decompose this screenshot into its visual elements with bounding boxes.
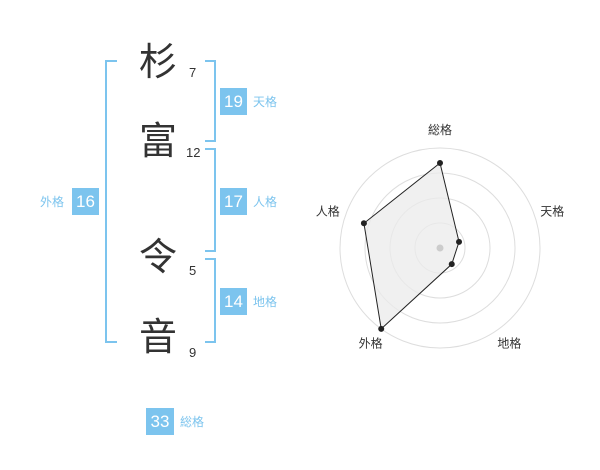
kanji-char-1: 杉 xyxy=(139,40,178,84)
radar-center xyxy=(436,244,444,252)
gaikaku-value: 16 xyxy=(72,188,99,215)
soukaku-value: 33 xyxy=(146,408,174,435)
jinkaku-bracket xyxy=(205,148,216,252)
tenkaku-label: 天格 xyxy=(253,95,278,109)
gaikaku-bracket xyxy=(105,60,117,343)
jinkaku-label: 人格 xyxy=(253,195,278,209)
chikaku-bracket xyxy=(205,258,216,343)
kanji-char-2: 富 xyxy=(139,119,178,163)
kanji-char-3: 令 xyxy=(139,235,178,279)
radar-point-4 xyxy=(360,220,367,227)
jinkaku-value: 17 xyxy=(220,188,247,215)
radar-ring-4 xyxy=(339,147,541,349)
kanji-char-4: 音 xyxy=(139,315,178,359)
radar-axis-label-3: 外格 xyxy=(359,335,383,350)
stroke-count-3: 5 xyxy=(189,263,197,278)
stroke-count-1: 7 xyxy=(189,65,197,80)
radar-point-1 xyxy=(456,238,463,245)
radar-axis-label-0: 総格 xyxy=(428,122,452,137)
gaikaku-label: 外格 xyxy=(40,195,65,209)
stroke-count-4: 9 xyxy=(189,345,197,360)
soukaku-label: 総格 xyxy=(180,415,205,429)
radar-axis-label-4: 人格 xyxy=(316,204,340,219)
radar-point-3 xyxy=(378,325,385,332)
stroke-count-2: 12 xyxy=(186,145,201,160)
radar-axis-label-2: 地格 xyxy=(497,335,521,350)
tenkaku-value: 19 xyxy=(220,88,247,115)
tenkaku-bracket xyxy=(205,60,216,142)
radar-point-0 xyxy=(437,160,443,166)
radar-point-2 xyxy=(448,261,455,268)
radar-points xyxy=(360,160,463,332)
chikaku-value: 14 xyxy=(220,288,247,315)
radar-polygon xyxy=(363,162,460,330)
radar-axis-label-1: 天格 xyxy=(540,204,564,219)
chikaku-label: 地格 xyxy=(253,295,278,309)
